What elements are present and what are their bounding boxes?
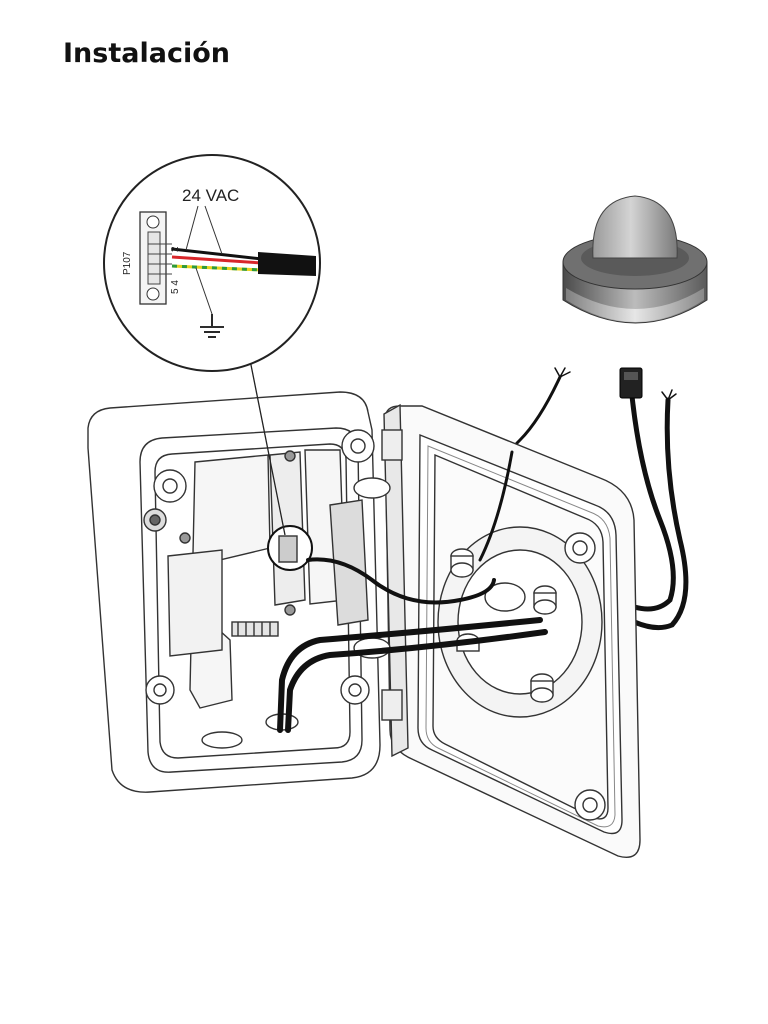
voltage-label: 24 VAC [182,186,239,205]
page-title: Instalación [63,38,230,69]
wiring-callout: 24 VAC P107 5 4 2 [103,154,321,372]
connector-label: P107 [122,251,133,275]
ground-icon [200,314,224,338]
dome-camera [562,195,708,324]
pin-top-number: 2 [170,246,181,252]
pin-numbers: 5 4 [170,280,181,294]
internal-cables [277,450,548,733]
junction-box [87,391,381,793]
callout-leader-line [249,359,286,536]
camera-cables [509,367,689,631]
